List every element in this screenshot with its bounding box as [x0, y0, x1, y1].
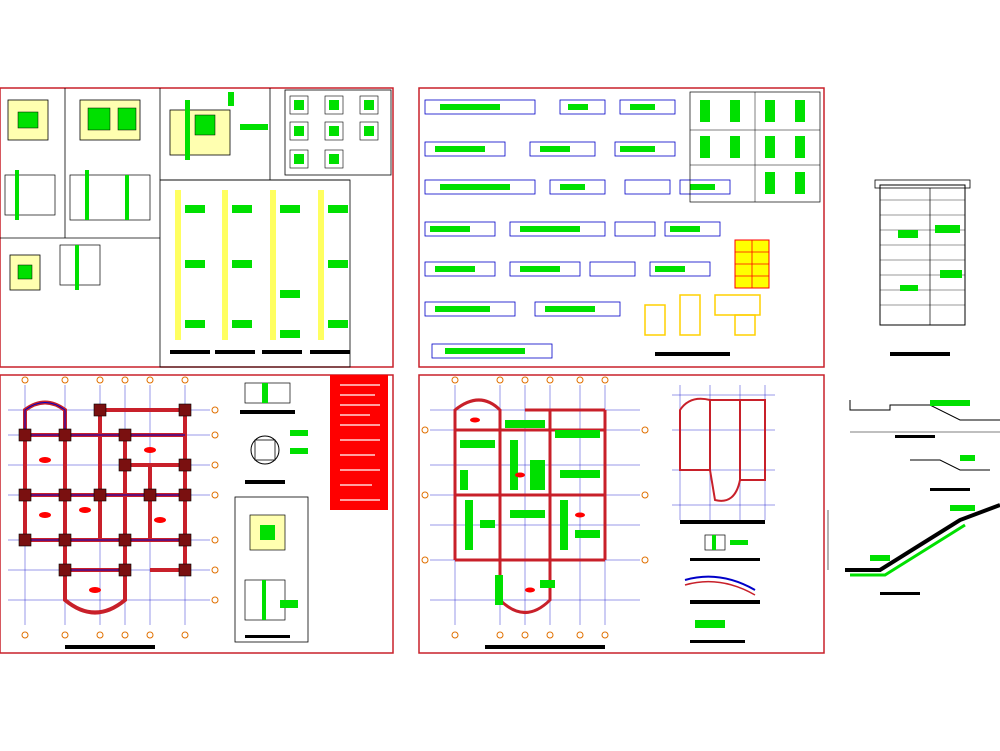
stair-sections: [827, 400, 1000, 595]
sheet-foundation-plan: [0, 374, 394, 654]
beam-legend: [644, 239, 770, 356]
column-schedule: [289, 95, 379, 169]
foundation-side-details: [234, 382, 309, 643]
roof-plan: [672, 385, 775, 524]
beam-section-table: [689, 91, 821, 203]
slab-axis-bubbles: [421, 376, 649, 639]
sheet-beam-details: [418, 87, 825, 368]
general-notes-block: [330, 375, 388, 510]
column-elevations: [170, 190, 350, 354]
foundation-plan: [8, 385, 210, 649]
slab-section-details: [684, 534, 760, 643]
footing-details-group: [0, 88, 392, 368]
foundation-axis-bubbles: [21, 376, 219, 639]
sheet-slab-plan: [418, 374, 825, 654]
beam-details-group: [424, 99, 731, 359]
stair-plan: [874, 179, 971, 356]
slab-plan: [430, 385, 640, 649]
footing-plan-details: [4, 92, 268, 291]
